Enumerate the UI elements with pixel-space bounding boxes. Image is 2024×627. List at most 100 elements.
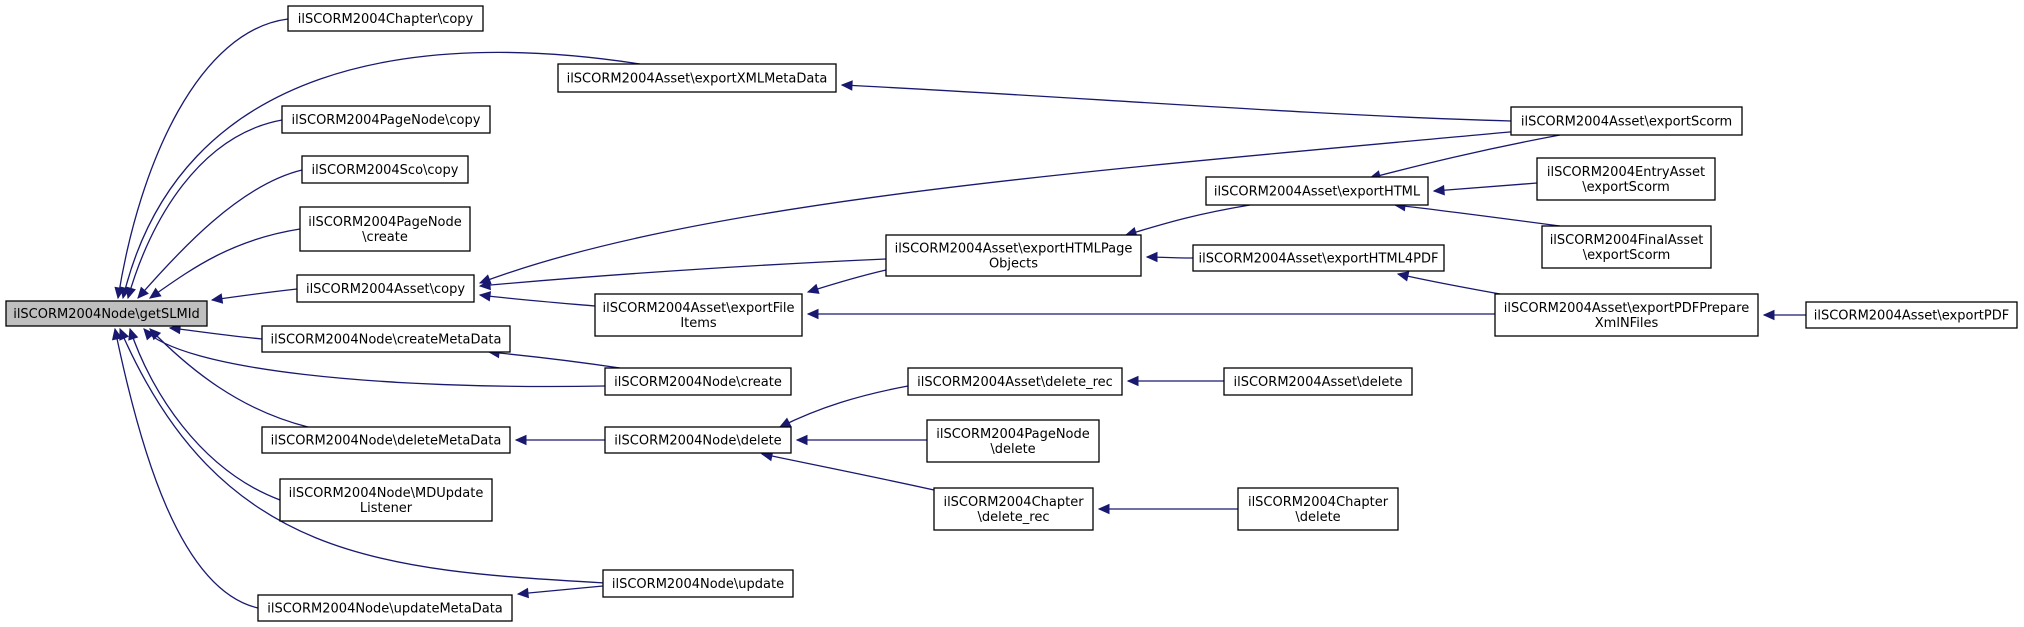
arrowhead-icon (1762, 309, 1775, 321)
arrowhead-icon (128, 327, 139, 341)
edge-line (479, 130, 1521, 284)
node-label: ilSCORM2004Asset\exportXMLMetaData (567, 72, 828, 87)
edge-as_html-to-as_htmlpo (1124, 204, 1251, 238)
edge-line (149, 328, 309, 428)
node-label: ilSCORM2004Chapter (943, 495, 1084, 510)
node-label: ilSCORM2004Node\delete (614, 434, 781, 449)
edge-line (1369, 134, 1561, 179)
node-box (1237, 487, 1399, 531)
edge-n_dmd-to-root (149, 328, 309, 428)
edge-n_update-to-n_umd (516, 585, 604, 599)
node-label: ilSCORM2004Asset\copy (306, 282, 465, 297)
node-n_update[interactable]: ilSCORM2004Node\update (602, 569, 794, 598)
node-as_pdf[interactable]: ilSCORM2004Asset\exportPDF (1805, 301, 2018, 329)
node-n_create[interactable]: ilSCORM2004Node\create (604, 367, 792, 396)
edge-line (488, 351, 621, 369)
node-label: Items (680, 316, 717, 331)
node-as_html4pdf[interactable]: ilSCORM2004Asset\exportHTML4PDF (1192, 244, 1445, 272)
node-label: ilSCORM2004Sco\copy (312, 163, 459, 178)
node-as_scorm[interactable]: ilSCORM2004Asset\exportScorm (1510, 106, 1743, 136)
node-label: ilSCORM2004Asset\exportPDF (1814, 309, 2009, 324)
edge-line (517, 585, 604, 595)
arrowhead-icon (1097, 503, 1110, 515)
node-n_dmd[interactable]: ilSCORM2004Node\deleteMetaData (261, 426, 511, 454)
node-as_delrec[interactable]: ilSCORM2004Asset\delete_rec (907, 367, 1123, 396)
node-box (933, 487, 1094, 531)
edge-as_scorm-to-as_xmlmd (840, 80, 1512, 122)
edge-line (129, 328, 281, 501)
edges-layer (111, 18, 1806, 609)
edge-line (122, 51, 641, 299)
edge-line (169, 327, 263, 340)
node-label: ilSCORM2004PageNode (308, 215, 462, 230)
edge-n_create-to-root (143, 328, 606, 388)
arrowhead-icon (1396, 271, 1410, 282)
edge-n_umd-to-root (111, 327, 259, 609)
edge-line (211, 288, 298, 301)
arrowhead-icon (478, 279, 491, 291)
node-box (261, 426, 511, 454)
edge-ch_copy-to-root (114, 18, 289, 300)
node-label: \create (362, 230, 408, 245)
node-as_xmlmd[interactable]: ilSCORM2004Asset\exportXMLMetaData (557, 63, 837, 93)
edge-ch_delete-to-ch_delrec (1097, 503, 1239, 515)
node-box (299, 206, 471, 252)
node-label: \exportScorm (1582, 180, 1670, 195)
node-n_delete[interactable]: ilSCORM2004Node\delete (604, 426, 792, 454)
edge-n_mdu-to-root (128, 327, 281, 501)
node-box (557, 63, 837, 93)
node-as_html[interactable]: ilSCORM2004Asset\exportHTML (1205, 176, 1429, 206)
node-box (594, 293, 803, 337)
edge-n_delete-to-n_dmd (514, 434, 605, 446)
node-box (5, 300, 208, 327)
node-box (604, 367, 792, 396)
node-ch_delrec[interactable]: ilSCORM2004Chapter\delete_rec (933, 487, 1094, 531)
node-label: ilSCORM2004Asset\exportHTML (1214, 185, 1421, 200)
node-fa_scorm[interactable]: ilSCORM2004FinalAsset\exportScorm (1541, 225, 1712, 269)
node-as_delete[interactable]: ilSCORM2004Asset\delete (1223, 367, 1413, 396)
edge-n_cmd-to-root (168, 323, 263, 340)
edge-line (114, 328, 259, 609)
node-label: ilSCORM2004Node\updateMetaData (267, 602, 503, 617)
node-label: XmlNFiles (1595, 316, 1659, 331)
arrowhead-icon (806, 283, 820, 294)
edge-as_copy-to-root (210, 288, 298, 304)
edge-line (137, 169, 303, 299)
edge-as_pdfprep-to-as_fileitems (806, 308, 1495, 320)
edge-line (1397, 273, 1501, 295)
edge-line (779, 385, 909, 428)
node-label: ilSCORM2004PageNode\copy (292, 113, 481, 128)
edge-line (119, 328, 606, 584)
node-label: ilSCORM2004Asset\exportHTML4PDF (1199, 252, 1439, 267)
node-label: ilSCORM2004Chapter (1248, 495, 1389, 510)
node-as_pdfprep[interactable]: ilSCORM2004Asset\exportPDFPrepareXmlNFil… (1494, 293, 1759, 337)
node-pn_create[interactable]: ilSCORM2004PageNode\create (299, 206, 471, 252)
node-box (1536, 157, 1716, 201)
node-as_copy[interactable]: ilSCORM2004Asset\copy (296, 274, 475, 303)
node-box (885, 234, 1142, 277)
node-root[interactable]: ilSCORM2004Node\getSLMId (5, 300, 208, 327)
node-box (1510, 106, 1743, 136)
node-box (1541, 225, 1712, 269)
node-box (301, 155, 469, 184)
node-pn_delete[interactable]: ilSCORM2004PageNode\delete (926, 419, 1100, 463)
node-pn_copy[interactable]: ilSCORM2004PageNode\copy (281, 105, 491, 134)
node-n_umd[interactable]: ilSCORM2004Node\updateMetaData (257, 594, 513, 622)
node-label: \delete (1295, 510, 1340, 525)
node-label: ilSCORM2004Asset\exportPDFPrepare (1504, 301, 1749, 316)
node-label: \exportScorm (1583, 248, 1671, 263)
edge-ea_scorm-to-as_html (1432, 182, 1538, 196)
node-n_cmd[interactable]: ilSCORM2004Node\createMetaData (261, 325, 511, 353)
arrowhead-icon (478, 291, 492, 302)
edge-pn_delete-to-n_delete (795, 434, 927, 446)
node-ch_delete[interactable]: ilSCORM2004Chapter\delete (1237, 487, 1399, 531)
node-sco_copy[interactable]: ilSCORM2004Sco\copy (301, 155, 469, 184)
node-ch_copy[interactable]: ilSCORM2004Chapter\copy (287, 5, 484, 32)
edge-as_delrec-to-n_delete (778, 385, 909, 428)
node-box (281, 105, 491, 134)
node-ea_scorm[interactable]: ilSCORM2004EntryAsset\exportScorm (1536, 157, 1716, 201)
